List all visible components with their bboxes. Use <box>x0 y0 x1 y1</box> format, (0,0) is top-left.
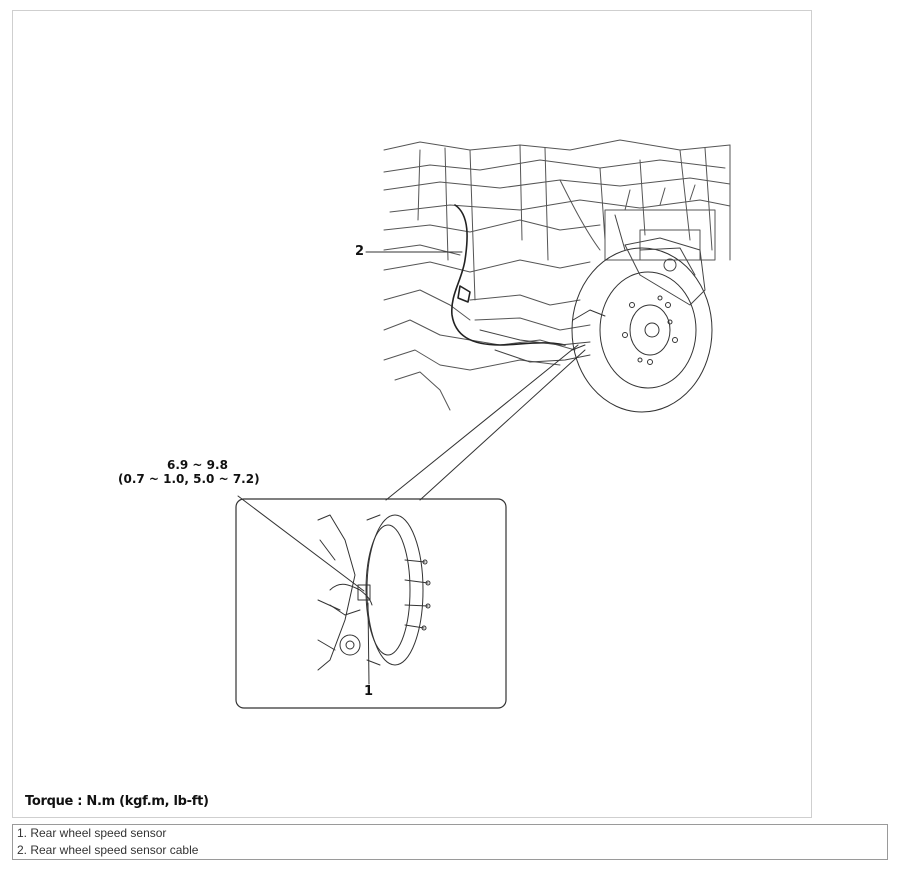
torque-spec-value: 6.9 ~ 9.8 <box>167 458 228 472</box>
sensor-cable-drawing <box>451 204 566 346</box>
torque-spec-conversion: (0.7 ~ 1.0, 5.0 ~ 7.2) <box>118 472 260 486</box>
torque-units-note: Torque : N.m (kgf.m, lb-ft) <box>25 794 209 809</box>
legend-row: 1. Rear wheel speed sensor <box>13 825 888 843</box>
figure-frame <box>12 10 812 818</box>
brake-disc-drawing <box>571 247 713 413</box>
legend-row: 2. Rear wheel speed sensor cable <box>13 842 888 860</box>
callout-leaders <box>237 251 463 685</box>
inset-frame <box>235 498 507 709</box>
inset-hub-drawing <box>317 514 431 671</box>
trailing-arm-drawing <box>479 329 591 363</box>
body-frame-drawing <box>383 139 731 411</box>
callout-2: 2 <box>355 244 365 259</box>
caliper-drawing <box>614 214 706 306</box>
inset-leader-lines <box>385 344 586 501</box>
legend-item: 1. Rear wheel speed sensor <box>17 826 167 840</box>
legend-table: 1. Rear wheel speed sensor 2. Rear wheel… <box>12 824 888 860</box>
legend-item: 2. Rear wheel speed sensor cable <box>17 843 199 857</box>
callout-1: 1 <box>364 684 374 699</box>
